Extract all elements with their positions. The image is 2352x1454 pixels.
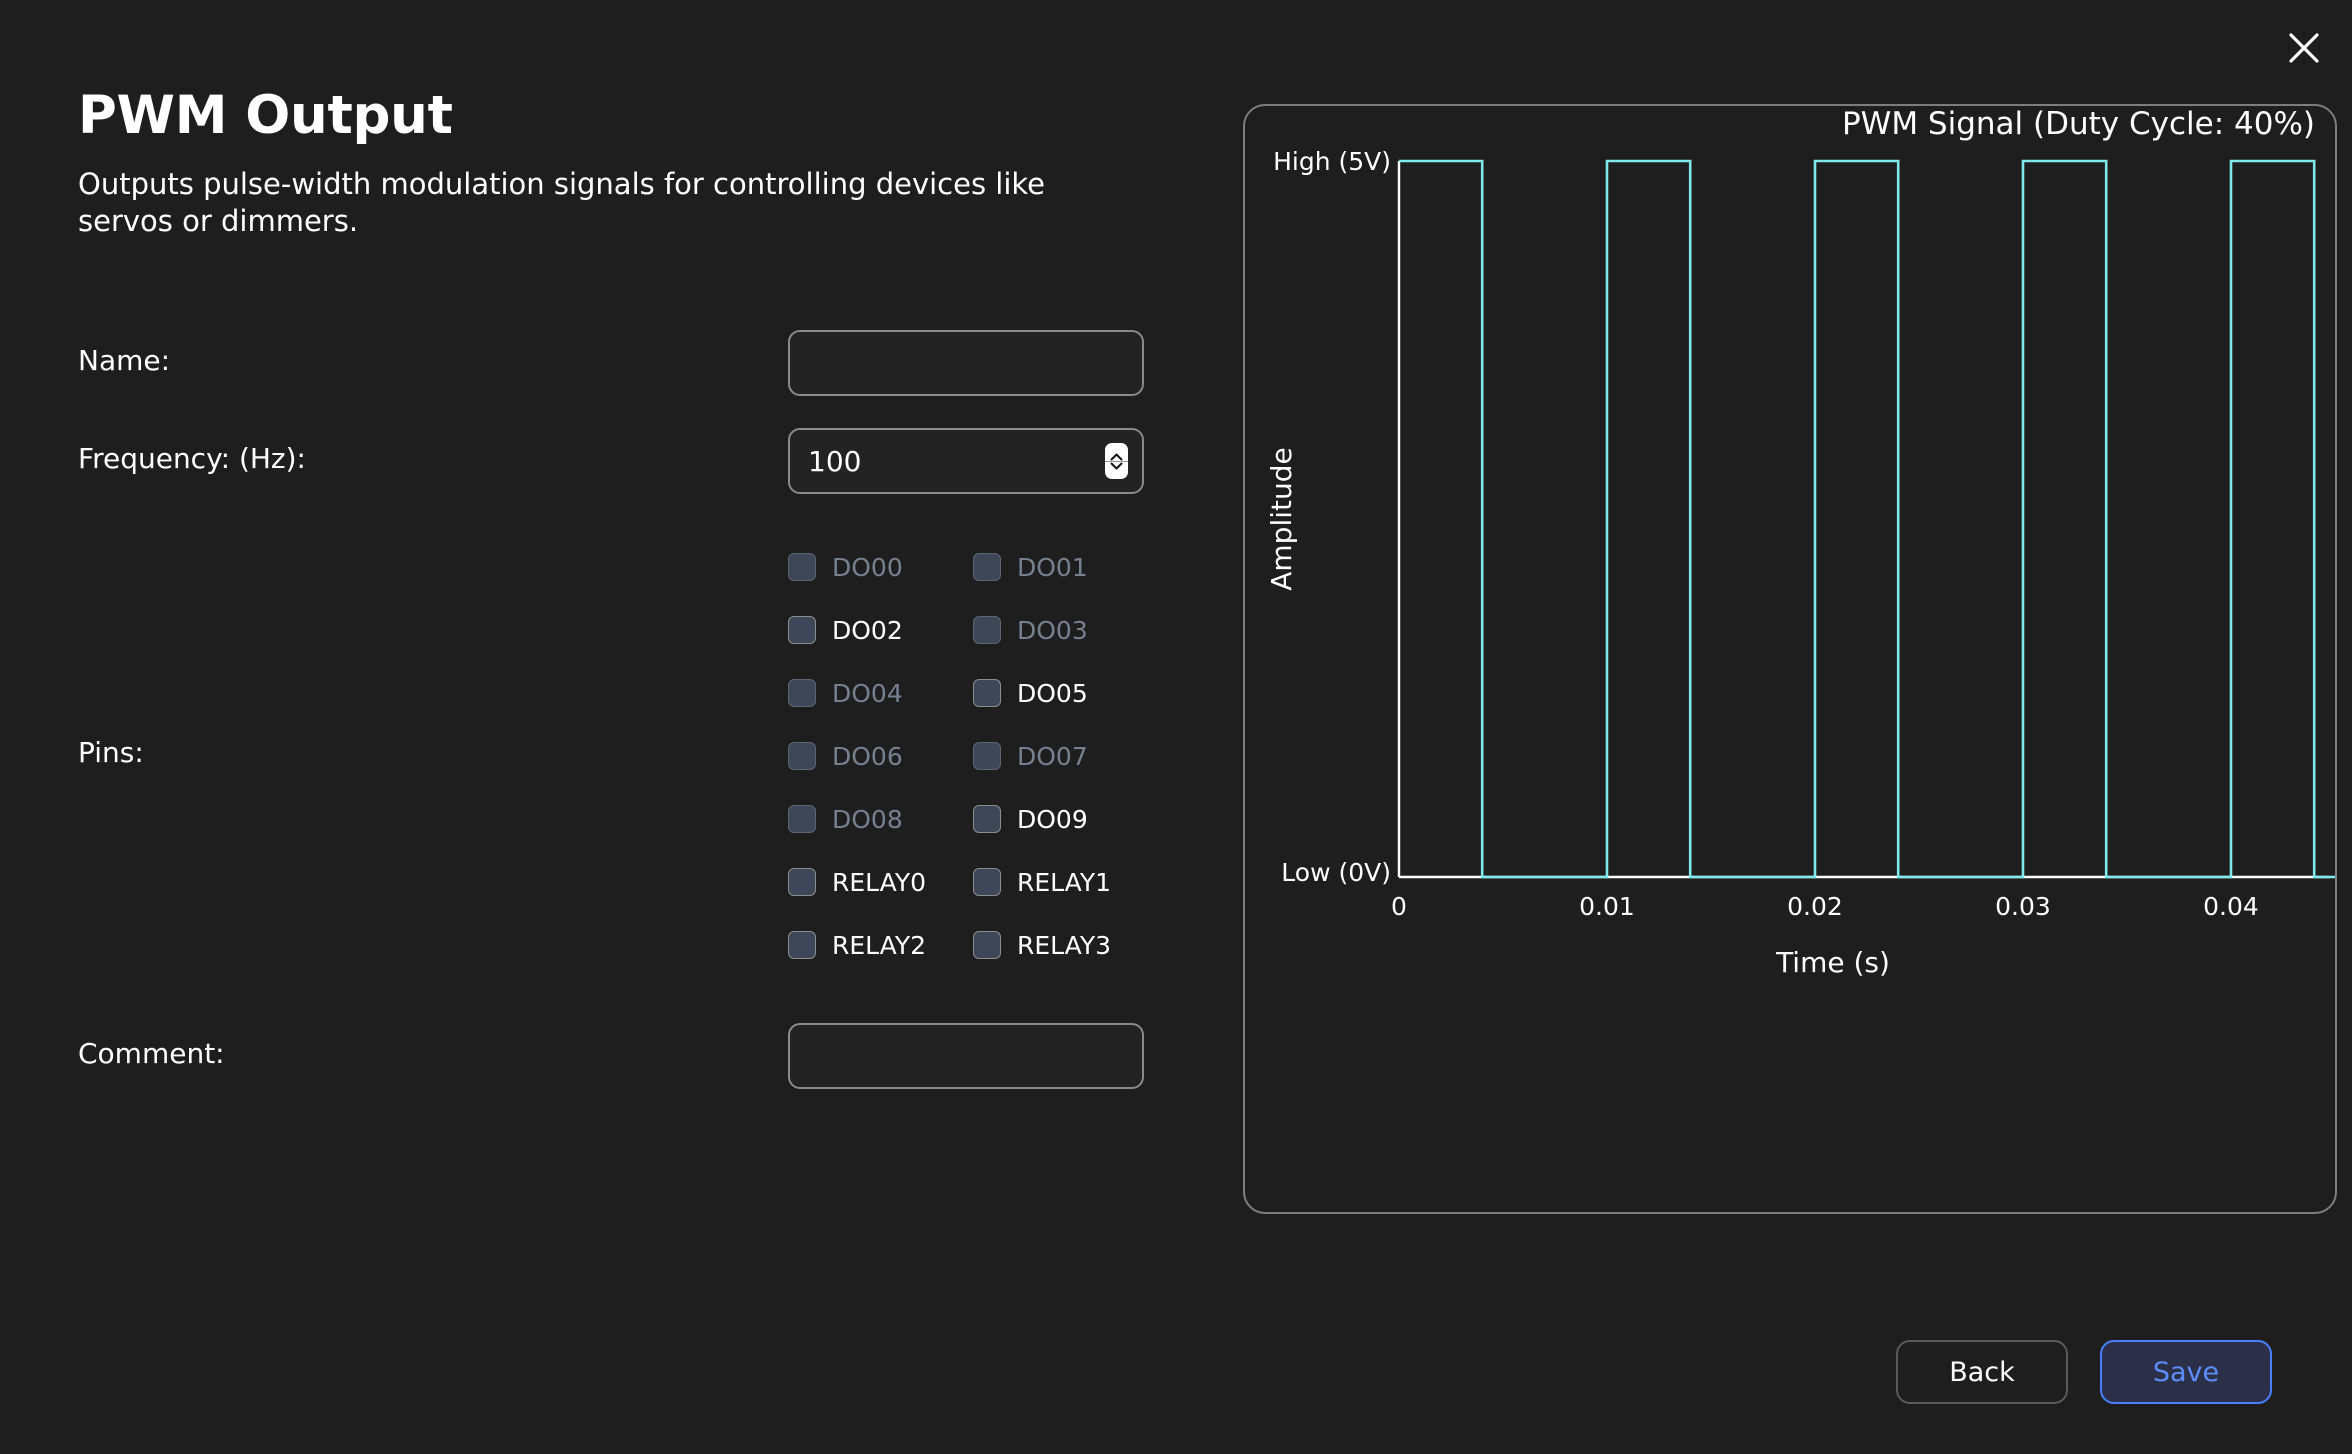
- checkbox-box[interactable]: [973, 868, 1001, 896]
- checkbox-box: [973, 616, 1001, 644]
- pin-label: DO04: [832, 678, 903, 708]
- pin-checkbox-do00: DO00: [788, 546, 973, 588]
- pin-checkbox-do03: DO03: [973, 609, 1158, 651]
- comment-input[interactable]: [788, 1023, 1144, 1089]
- checkbox-box: [788, 553, 816, 581]
- pin-label: DO09: [1017, 804, 1088, 834]
- pins-label: Pins:: [78, 736, 144, 769]
- pwm-waveform-panel: PWM Signal (Duty Cycle: 40%) High (5V) Low…: [1243, 104, 2337, 1214]
- close-icon: [2287, 31, 2321, 65]
- save-button[interactable]: Save: [2100, 1340, 2272, 1404]
- checkbox-box[interactable]: [973, 805, 1001, 833]
- x-tick-label: 0.03: [1995, 892, 2051, 921]
- name-input[interactable]: [788, 330, 1144, 396]
- frequency-stepper[interactable]: [1105, 443, 1128, 479]
- pin-label: RELAY0: [832, 867, 927, 897]
- form-row-name: Name:: [78, 330, 1178, 396]
- checkbox-box: [788, 679, 816, 707]
- checkbox-box: [973, 553, 1001, 581]
- checkbox-box[interactable]: [973, 931, 1001, 959]
- checkbox-box[interactable]: [788, 616, 816, 644]
- name-label: Name:: [78, 344, 171, 377]
- pin-checkbox-relay1[interactable]: RELAY1: [973, 861, 1158, 903]
- pin-label: DO08: [832, 804, 903, 834]
- y-tick-label: Low (0V): [1281, 858, 1391, 887]
- chevron-up-icon[interactable]: [1110, 453, 1123, 461]
- dialog-header: PWM Output Outputs pulse-width modulatio…: [78, 88, 1178, 241]
- pin-checkbox-do04: DO04: [788, 672, 973, 714]
- pin-label: DO06: [832, 741, 903, 771]
- y-axis-label: Amplitude: [1265, 447, 1298, 591]
- x-tick-label: 0.02: [1787, 892, 1843, 921]
- checkbox-box: [788, 742, 816, 770]
- back-button[interactable]: Back: [1896, 1340, 2068, 1404]
- page-title: PWM Output: [78, 85, 453, 146]
- pin-label: DO02: [832, 615, 903, 645]
- pin-label: RELAY3: [1017, 930, 1112, 960]
- pin-checkbox-relay3[interactable]: RELAY3: [973, 924, 1158, 966]
- form-row-comment: Comment:: [78, 1023, 1178, 1089]
- pin-label: DO01: [1017, 552, 1088, 582]
- pin-label: DO07: [1017, 741, 1088, 771]
- pin-label: RELAY1: [1017, 867, 1112, 897]
- frequency-label: Frequency: (Hz):: [78, 442, 306, 475]
- pin-checkbox-do09[interactable]: DO09: [973, 798, 1158, 840]
- pwm-waveform-line: [1399, 159, 2335, 879]
- pin-label: RELAY2: [832, 930, 927, 960]
- stepper-divider: [1105, 460, 1128, 462]
- close-button[interactable]: [2268, 12, 2340, 84]
- pin-checkbox-do08: DO08: [788, 798, 973, 840]
- y-tick-label: High (5V): [1273, 147, 1391, 176]
- x-axis-label: Time (s): [1775, 946, 1890, 979]
- chevron-down-icon[interactable]: [1110, 462, 1123, 470]
- frequency-input[interactable]: [788, 428, 1144, 494]
- dialog-footer: Back Save: [1896, 1340, 2272, 1404]
- comment-label: Comment:: [78, 1037, 225, 1070]
- checkbox-box[interactable]: [788, 931, 816, 959]
- pin-checkbox-do02[interactable]: DO02: [788, 609, 973, 651]
- x-tick-label: 0.04: [2203, 892, 2259, 921]
- chart-title: PWM Signal (Duty Cycle: 40%): [1842, 106, 2315, 142]
- frequency-field: [788, 428, 1144, 494]
- pin-checkbox-do07: DO07: [973, 735, 1158, 777]
- pin-label: DO03: [1017, 615, 1088, 645]
- x-tick-label: 0: [1391, 892, 1407, 921]
- form-row-frequency: Frequency: (Hz):: [78, 428, 1178, 494]
- checkbox-box[interactable]: [788, 868, 816, 896]
- pin-checkbox-do05[interactable]: DO05: [973, 672, 1158, 714]
- checkbox-box: [788, 805, 816, 833]
- pin-label: DO00: [832, 552, 903, 582]
- pwm-chart: PWM Signal (Duty Cycle: 40%) High (5V) Low…: [1265, 106, 2335, 979]
- settings-form: Name: Frequency: (Hz):: [78, 330, 1178, 1089]
- checkbox-box[interactable]: [973, 679, 1001, 707]
- pin-label: DO05: [1017, 678, 1088, 708]
- pin-checkbox-do01: DO01: [973, 546, 1158, 588]
- x-tick-label: 0.01: [1579, 892, 1635, 921]
- pin-checkbox-do06: DO06: [788, 735, 973, 777]
- page-description: Outputs pulse-width modulation signals f…: [78, 166, 1045, 239]
- pin-checkbox-relay2[interactable]: RELAY2: [788, 924, 973, 966]
- pin-checkbox-relay0[interactable]: RELAY0: [788, 861, 973, 903]
- checkbox-box: [973, 742, 1001, 770]
